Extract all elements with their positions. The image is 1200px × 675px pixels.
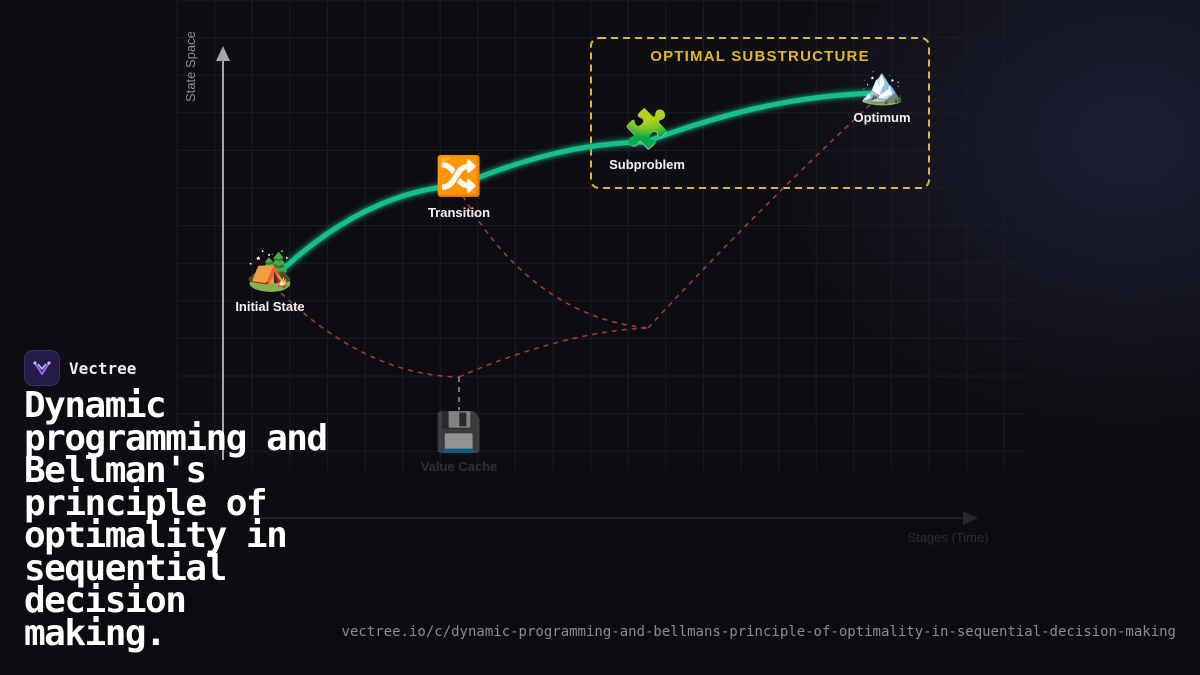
puzzle-piece-icon: 🧩 — [623, 107, 670, 151]
optimal-path — [277, 90, 883, 275]
mountain-icon: 🏔️ — [860, 66, 905, 107]
page-title: Dynamic programming and Bellman's princi… — [24, 385, 328, 654]
y-axis-label: State Space — [183, 31, 198, 102]
x-axis: Stages (Time) — [250, 511, 989, 545]
optimal-substructure-box: OPTIMAL SUBSTRUCTURE — [590, 37, 930, 189]
x-axis-arrow-icon — [963, 511, 978, 525]
link-cache-to-merge — [458, 327, 649, 378]
vectree-logo-icon — [24, 350, 60, 386]
brand: Vectree — [24, 350, 136, 386]
camping-tent-icon: 🏕️ — [246, 249, 293, 293]
node-subproblem: 🧩 Subproblem — [609, 107, 685, 172]
link-merge-to-optimum — [647, 102, 873, 329]
background-grid — [176, 0, 1023, 470]
x-axis-label: Stages (Time) — [907, 530, 988, 545]
node-label-transition: Transition — [428, 205, 490, 220]
link-transition-to-merge — [462, 195, 649, 329]
brand-name: Vectree — [69, 358, 137, 378]
page-url[interactable]: vectree.io/c/dynamic-programming-and-bel… — [341, 624, 1176, 640]
dependency-links — [280, 102, 873, 410]
y-axis: State Space — [183, 31, 230, 460]
node-initial-state: 🏕️ Initial State — [235, 249, 304, 314]
floppy-disk-icon: 💾 — [435, 410, 482, 454]
node-transition: 🔀 Transition — [428, 154, 490, 220]
node-value-cache: 💾 Value Cache — [421, 410, 498, 474]
optimal-substructure-title: OPTIMAL SUBSTRUCTURE — [650, 48, 870, 65]
node-label-optimum: Optimum — [853, 110, 910, 125]
node-label-initial-state: Initial State — [235, 299, 304, 314]
node-optimum: 🏔️ Optimum — [853, 66, 910, 125]
node-label-value-cache: Value Cache — [421, 459, 498, 474]
shuffle-icon: 🔀 — [435, 154, 482, 198]
link-initial-to-cache — [280, 292, 460, 378]
node-label-subproblem: Subproblem — [609, 157, 685, 172]
y-axis-arrow-icon — [216, 46, 230, 61]
